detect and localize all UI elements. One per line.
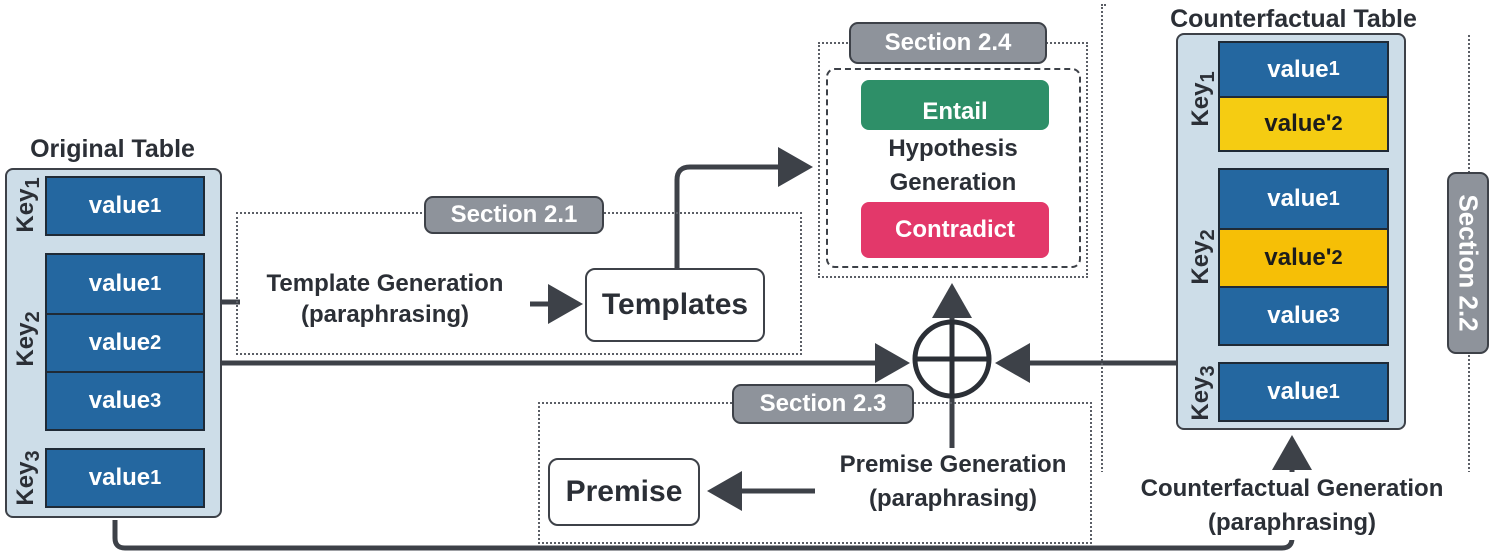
original-key1-label: Key1 <box>12 177 44 233</box>
counterfactual-table-title: Counterfactual Table <box>1106 4 1481 35</box>
template-generation-label: Template Generation (paraphrasing) <box>266 270 504 328</box>
original-key2-label: Key2 <box>12 311 44 367</box>
original-key3-label: Key3 <box>12 450 44 506</box>
hypothesis-generation-label: Hypothesis Generation <box>888 135 1018 196</box>
section-2-3-badge: Section 2.3 <box>732 384 914 424</box>
counterfactual-generation-label: Counterfactual Generation (paraphrasing) <box>1100 472 1484 540</box>
section-2-1-badge: Section 2.1 <box>424 196 604 234</box>
section-2-4-badge: Section 2.4 <box>849 22 1047 64</box>
arrow-original-to-counterfactual-gen <box>112 472 1295 551</box>
entail-label: Entail <box>861 80 1049 130</box>
contradict-label: Contradict <box>861 202 1049 258</box>
original-table-title: Original Table <box>30 135 195 163</box>
section-2-2-badge: Section 2.2 <box>1447 172 1489 354</box>
hypothesis-dashed-box <box>826 68 1081 268</box>
counterfactual-key2-value2-changed: value'2 <box>1218 228 1389 288</box>
counterfactual-key1-label: Key1 <box>1187 71 1219 127</box>
premise-box: Premise <box>548 458 700 526</box>
templates-box: Templates <box>585 268 765 342</box>
counterfactual-key3-label: Key3 <box>1187 365 1219 421</box>
premise-generation-label: Premise Generation (paraphrasing) <box>839 451 1067 512</box>
combine-icon <box>912 319 992 399</box>
counterfactual-key2-label: Key2 <box>1187 229 1219 285</box>
arrow-templates-to-hypothesis <box>674 147 813 268</box>
counterfactual-key1-value2-changed: value'2 <box>1218 96 1389 152</box>
